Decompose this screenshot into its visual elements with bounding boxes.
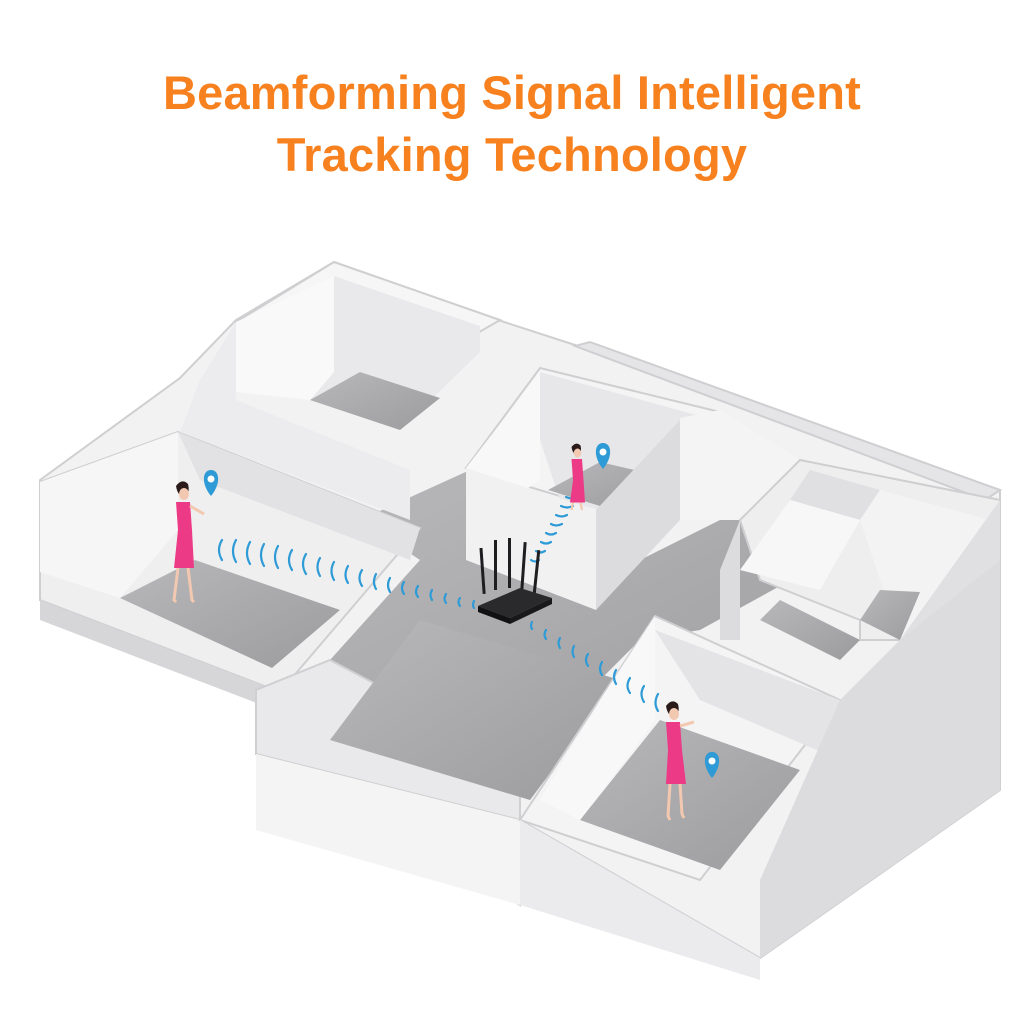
title-line-2: Tracking Technology	[276, 128, 748, 181]
location-pin-icon	[203, 470, 219, 496]
room-top-center	[464, 366, 722, 610]
person-icon	[666, 701, 695, 821]
room-top-left	[180, 260, 503, 520]
signal-beam-top	[529, 495, 580, 563]
router-icon	[478, 538, 552, 624]
signal-beam-bottom	[529, 620, 660, 713]
title-line-1: Beamforming Signal Intelligent	[162, 66, 861, 119]
person-icon	[172, 481, 205, 604]
location-pin-icon	[704, 752, 720, 778]
room-bottom-center	[255, 620, 620, 905]
location-pin-icon	[595, 443, 611, 469]
page-title: Beamforming Signal Intelligent Tracking …	[0, 62, 1024, 186]
signal-beam-left	[217, 538, 476, 610]
room-top-strip	[571, 340, 1003, 520]
person-icon	[570, 443, 585, 511]
